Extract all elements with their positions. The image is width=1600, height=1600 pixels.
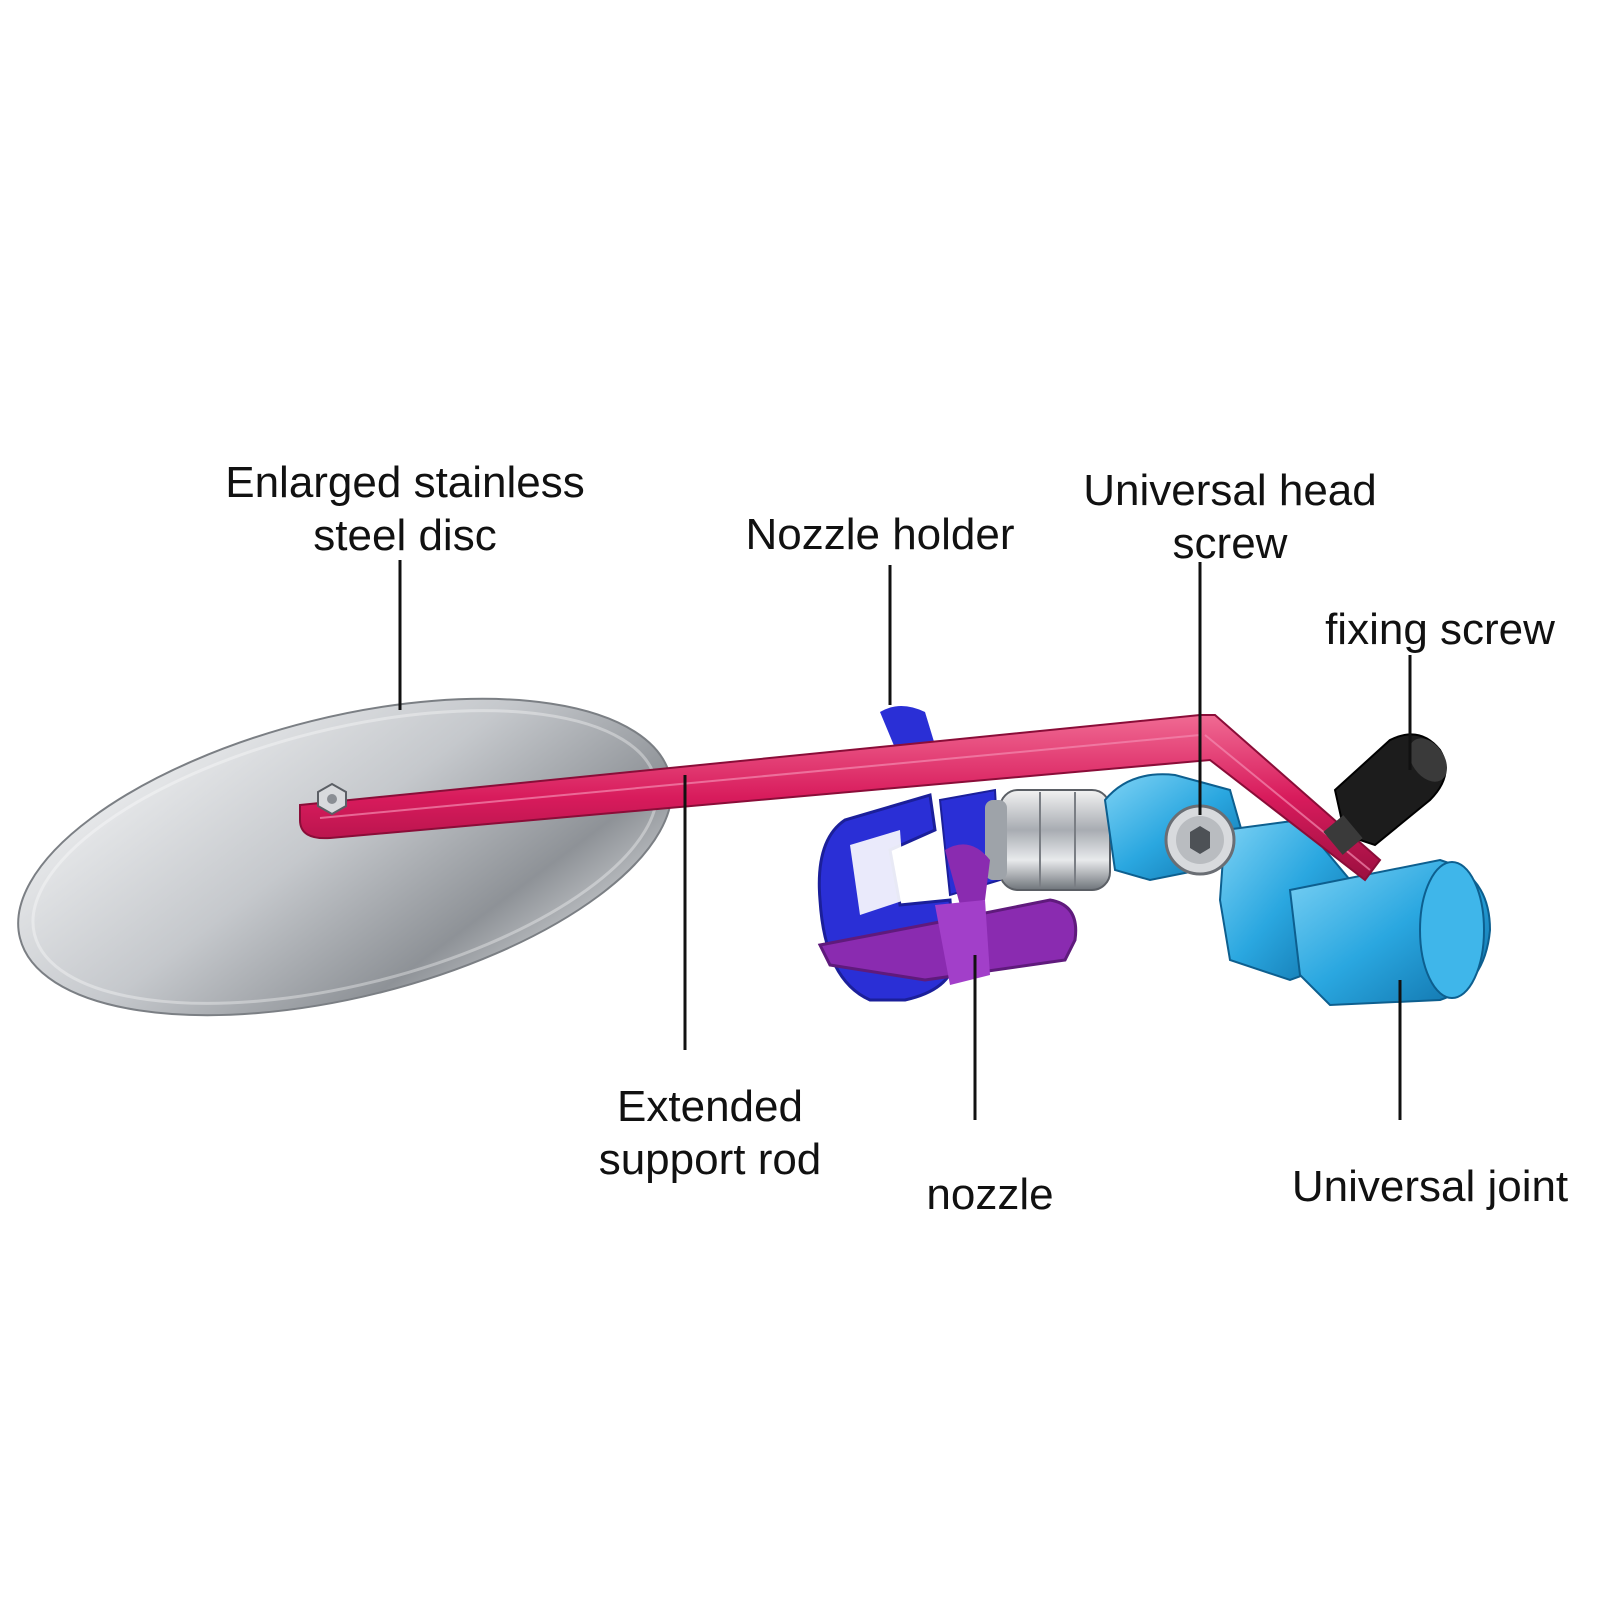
rod-bolt [317,782,347,816]
label-universal-head-screw-line1: Universal head [1083,466,1377,515]
chrome-nut [985,789,1111,891]
universal-head-screw-part [1164,804,1236,876]
leader-lines [398,560,1412,1120]
nozzle-tip-part [817,844,1078,985]
label-nozzle-holder: Nozzle holder [745,510,1015,559]
label-fixing-screw: fixing screw [1325,605,1555,654]
label-extended-support-rod-line2: support rod [598,1135,822,1184]
steel-disc [17,697,673,1017]
label-extended-support-rod-line1: Extended [617,1082,803,1131]
label-steel-disc-line2: steel disc [313,511,497,560]
label-extended-support-rod: Extended support rod [560,1080,860,1186]
label-universal-head-screw: Universal head screw [1050,464,1410,570]
label-universal-head-screw-line2: screw [1172,519,1288,568]
label-steel-disc: Enlarged stainless steel disc [180,456,630,562]
fixing-screw-part [1323,733,1448,855]
label-nozzle: nozzle [926,1170,1054,1219]
label-steel-disc-line1: Enlarged stainless [225,458,585,507]
label-universal-joint: Universal joint [1291,1162,1569,1211]
